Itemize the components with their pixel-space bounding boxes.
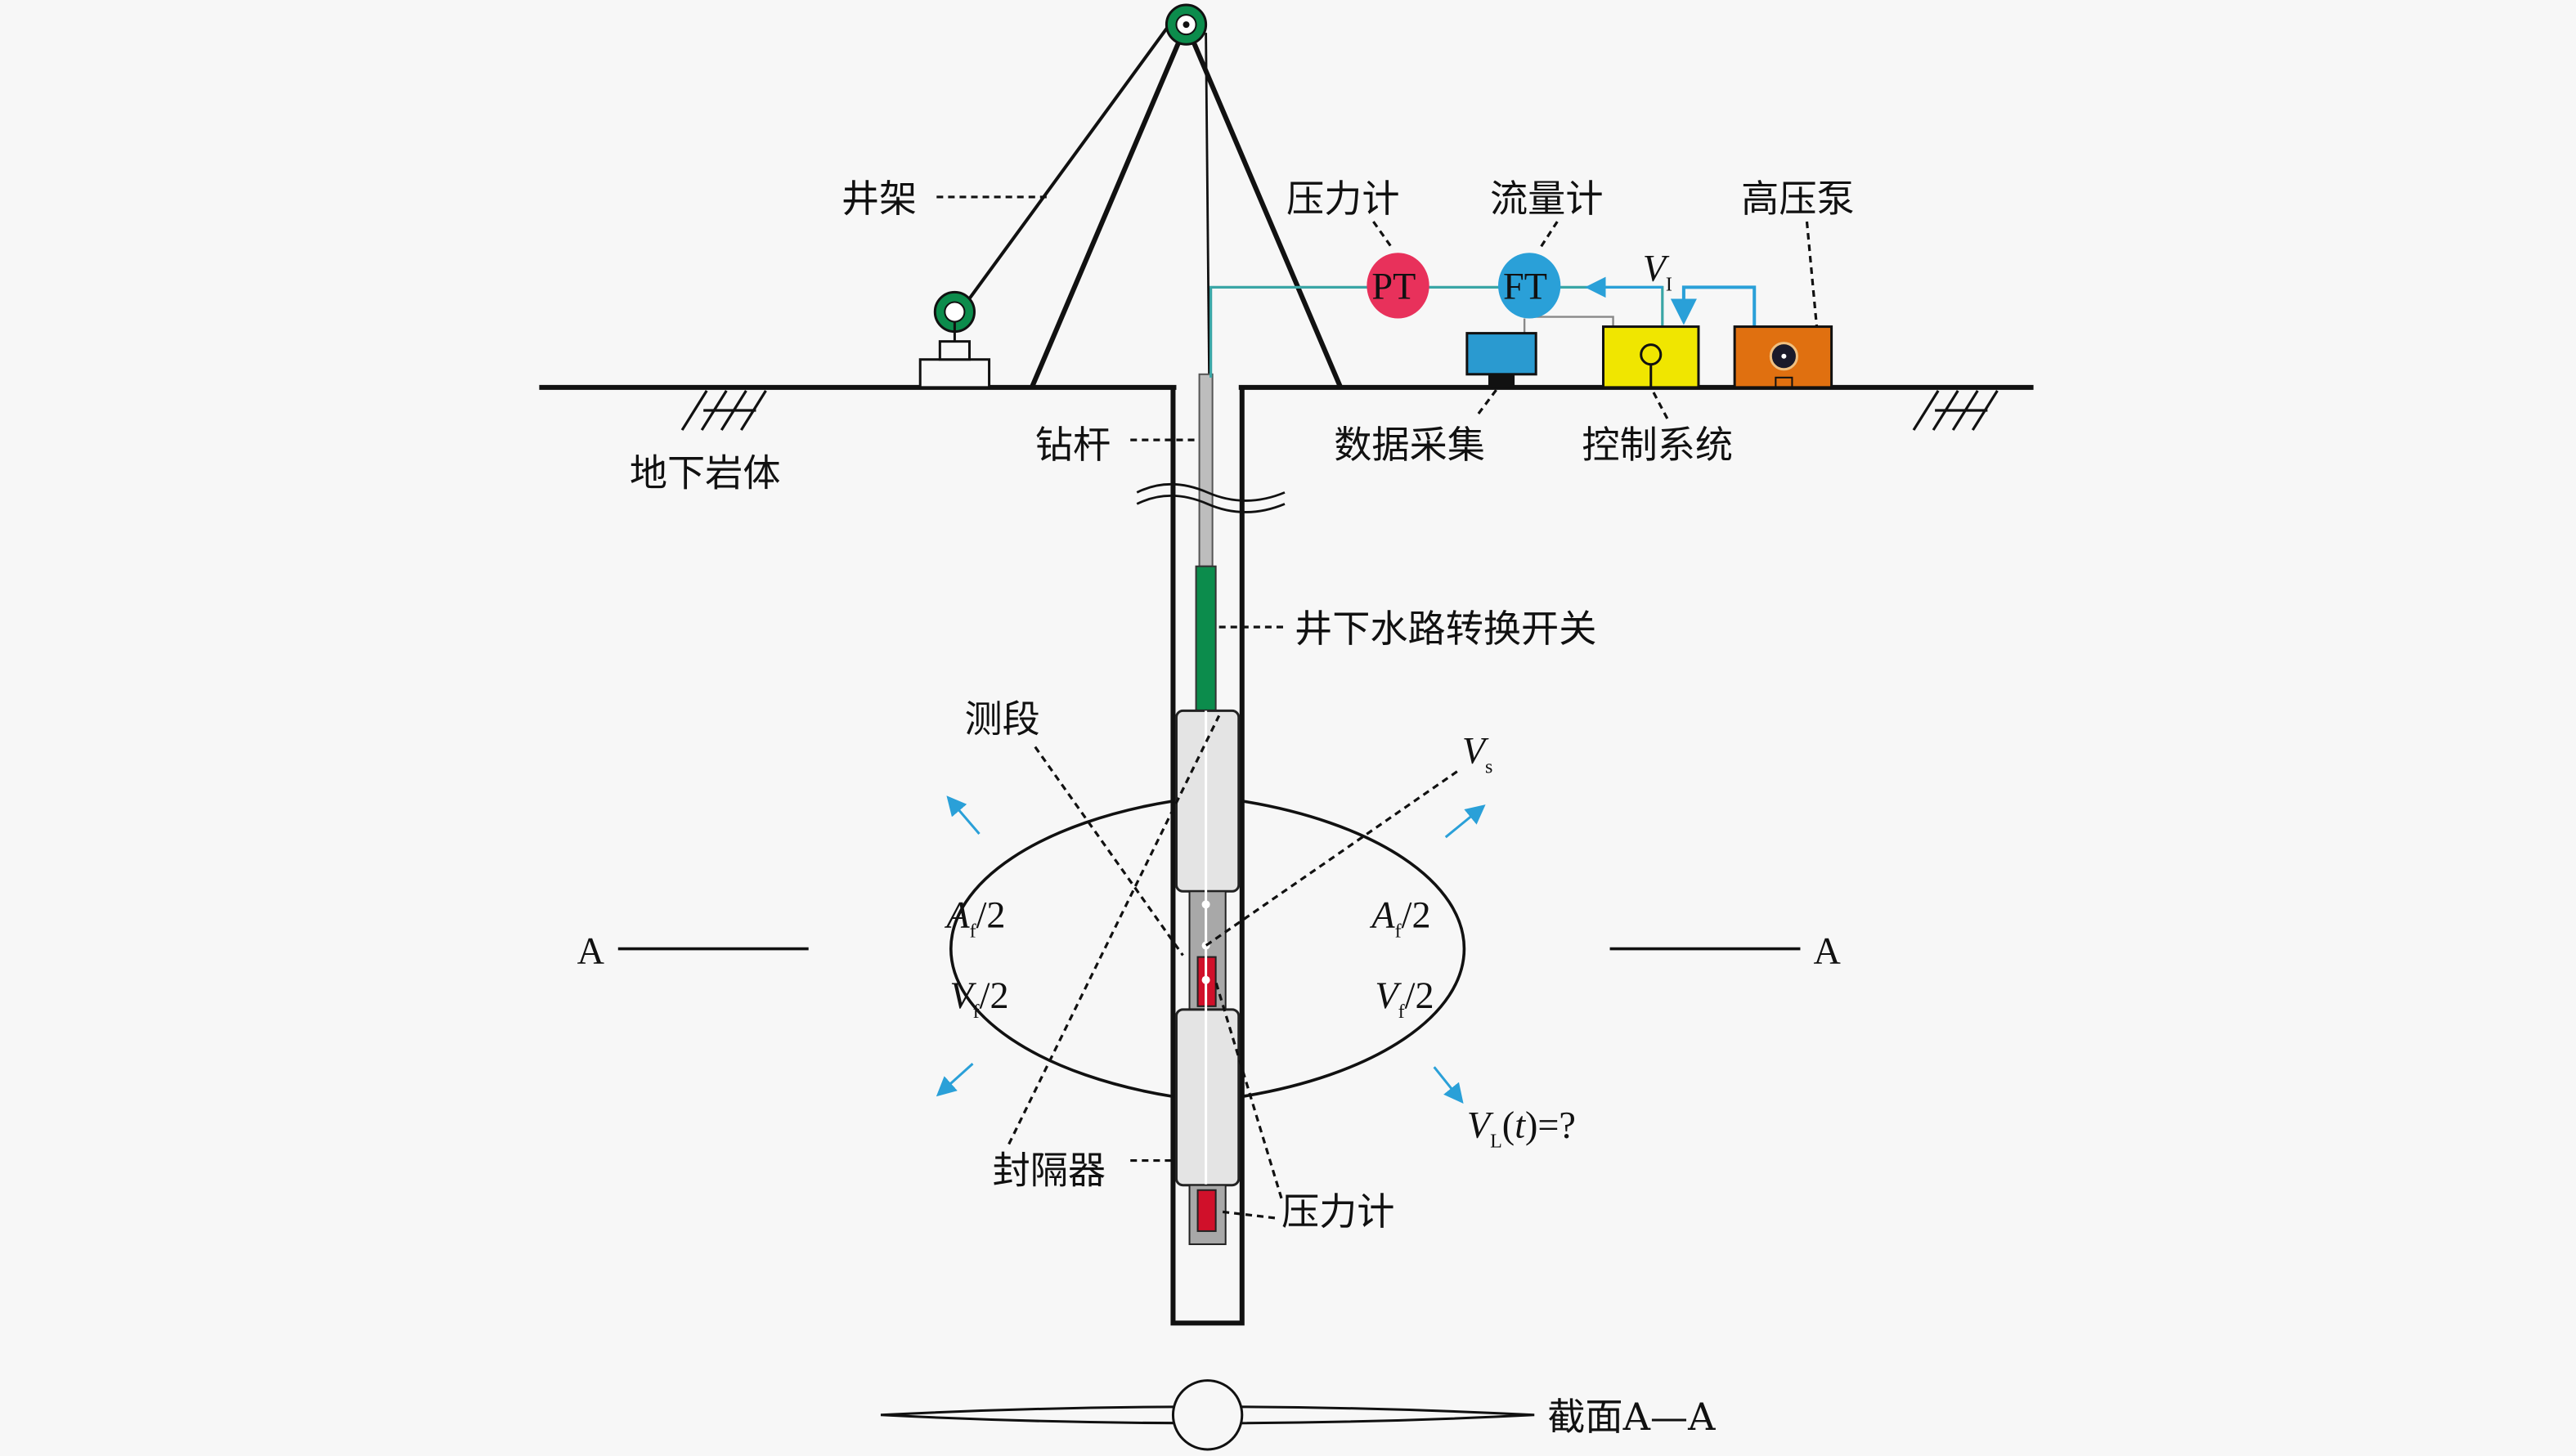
- label-control-system: 控制系统: [1582, 423, 1733, 467]
- label-data-acquisition: 数据采集: [1334, 423, 1485, 467]
- fracture-ellipse: [936, 795, 1486, 1104]
- label-derrick: 井架: [841, 177, 917, 221]
- label-vf-left: Vf/2: [949, 974, 1008, 1023]
- label-vi: VI: [1643, 247, 1672, 295]
- lower-packer: [1174, 1008, 1241, 1187]
- flow-transmitter-icon: FT: [1498, 253, 1561, 319]
- label-vl: VL(t)=?: [1467, 1104, 1576, 1152]
- pt-label: PT: [1371, 265, 1416, 307]
- rock-hatch-right: [1912, 390, 1999, 431]
- pulley-top-icon: [1165, 3, 1208, 46]
- control-system-box: [1602, 325, 1700, 389]
- label-pressure-gauge-bottom: 压力计: [1281, 1189, 1395, 1234]
- label-af-right: Af/2: [1369, 894, 1430, 942]
- label-af-left: Af/2: [944, 894, 1005, 942]
- section-mark-right: A: [1814, 930, 1841, 972]
- pressure-transmitter-icon: PT: [1367, 253, 1429, 319]
- cross-section-label: 截面A—A: [1547, 1395, 1716, 1439]
- label-packer: 封隔器: [993, 1149, 1106, 1193]
- label-water-switch: 井下水路转换开关: [1295, 607, 1596, 651]
- label-vf-right: Vf/2: [1375, 974, 1434, 1023]
- label-vs: Vs: [1462, 730, 1493, 778]
- monitor-icon: [1465, 332, 1537, 388]
- water-switch: [1195, 565, 1217, 712]
- label-test-section: 测段: [964, 697, 1039, 741]
- label-rock: 地下岩体: [630, 450, 781, 495]
- downhole-tool: [1136, 373, 1286, 1245]
- rock-hatch-left: [680, 390, 767, 431]
- label-drill-rod: 钻杆: [1035, 423, 1111, 467]
- label-flowmeter: 流量计: [1490, 177, 1604, 221]
- pump-box: [1733, 325, 1833, 389]
- bottom-pressure-gauge: [1196, 1189, 1217, 1232]
- derrick: [918, 3, 1344, 389]
- cross-section-icon: [880, 1379, 1535, 1451]
- borehole: [1170, 387, 1245, 1326]
- ground-surface: [539, 384, 2034, 431]
- label-pressure-gauge-top: 压力计: [1286, 177, 1400, 221]
- ft-label: FT: [1503, 265, 1547, 307]
- section-mark-left: A: [577, 930, 604, 972]
- label-pump: 高压泵: [1741, 177, 1855, 221]
- leak-arrow-icons: [936, 795, 1486, 1104]
- winch-icon: [918, 290, 991, 389]
